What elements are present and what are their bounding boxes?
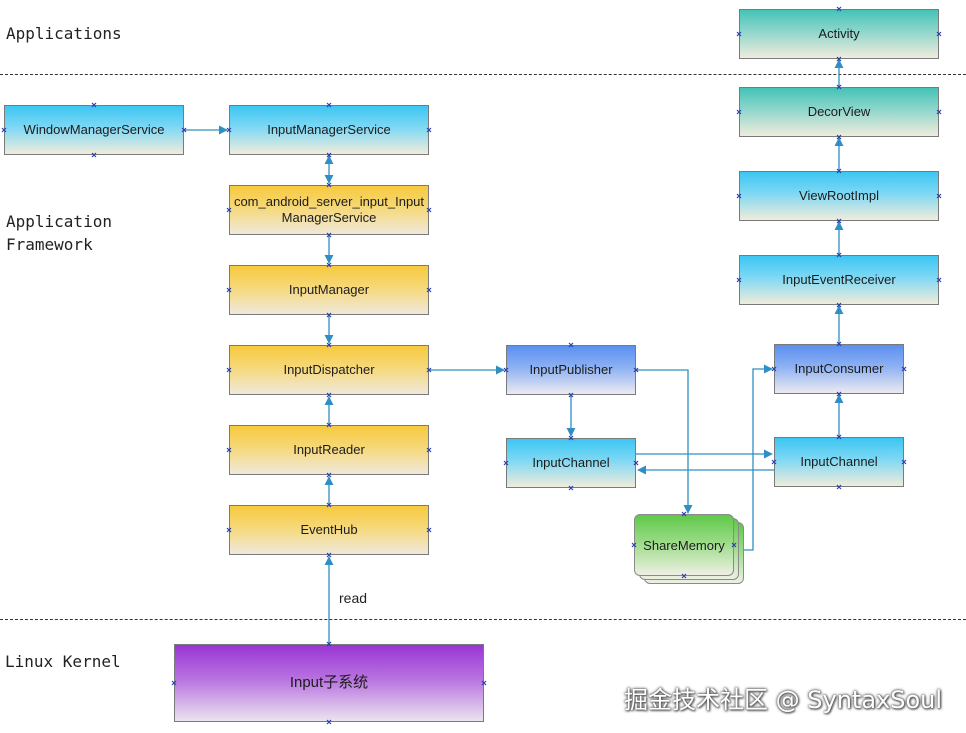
node-com-android-server-input: com_android_server_input_InputManagerSer… [229,185,429,235]
node-share-memory: ShareMemory [634,514,734,576]
node-input-publisher: InputPublisher [506,345,636,395]
layer-label-kernel: Linux Kernel [5,652,121,671]
kernel-separator [0,619,966,620]
edge-sharememory-to-consumer [742,364,773,551]
node-input-event-receiver: InputEventReceiver [739,255,939,305]
node-view-root-impl: ViewRootImpl [739,171,939,221]
node-input-subsystem: Input子系统 [174,644,484,722]
node-input-reader: InputReader [229,425,429,475]
node-input-manager: InputManager [229,265,429,315]
layer-label-framework: Application Framework [6,212,112,254]
watermark-text: 掘金技术社区 @ SyntaxSoul [624,686,943,714]
applications-separator [0,74,966,75]
node-input-dispatcher: InputDispatcher [229,345,429,395]
node-input-channel-left: InputChannel [506,438,636,488]
node-window-manager-service: WindowManagerService [4,105,184,155]
layer-label-applications: Applications [6,24,122,43]
node-activity: Activity [739,9,939,59]
node-input-manager-service: InputManagerService [229,105,429,155]
node-event-hub: EventHub [229,505,429,555]
node-input-channel-right: InputChannel [774,437,904,487]
node-decor-view: DecorView [739,87,939,137]
edge-publisher-to-sharememory [636,369,693,514]
edge-label-read: read [339,590,368,606]
node-input-consumer: InputConsumer [774,344,904,394]
